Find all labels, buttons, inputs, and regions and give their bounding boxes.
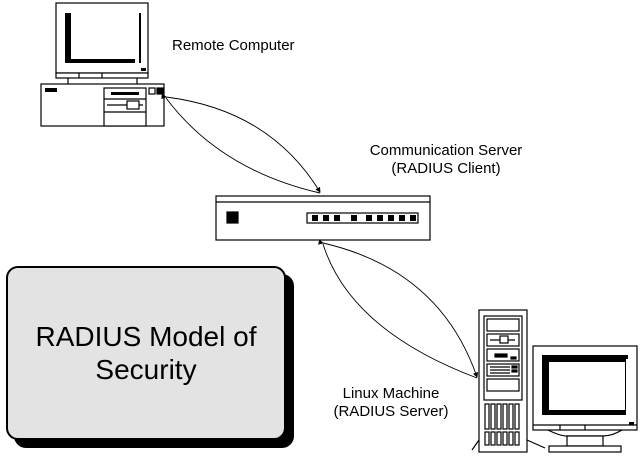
linux-tower-icon: [471, 309, 546, 453]
diagram-title-box: RADIUS Model of Security: [6, 266, 286, 440]
linux-monitor-icon: [532, 345, 638, 453]
communication-server-label: Communication Server (RADIUS Client): [354, 142, 538, 178]
link-arrow: [322, 243, 478, 379]
remote-computer-label: Remote Computer: [172, 37, 295, 55]
linux-machine-label-line: Linux Machine: [342, 385, 440, 402]
diagram-title-line-2: Security: [95, 354, 197, 385]
communication-server-label-line: Communication Server: [369, 142, 523, 159]
remote-computer-icon: [40, 2, 165, 127]
link-arrow: [165, 97, 321, 194]
communication-server-role-line: (RADIUS Client): [391, 160, 501, 177]
communication-server-icon: [215, 195, 431, 241]
connection-remote-comm: [161, 93, 321, 194]
linux-machine-role-line: (RADIUS Server): [333, 403, 449, 420]
diagram-title-line-1: RADIUS Model of: [35, 321, 257, 352]
connection-comm-linux: [318, 239, 479, 379]
linux-machine-label: Linux Machine (RADIUS Server): [322, 385, 460, 421]
link-arrow: [318, 239, 479, 378]
remote-computer-label-line: Remote Computer: [172, 37, 295, 54]
link-arrow: [161, 93, 321, 193]
